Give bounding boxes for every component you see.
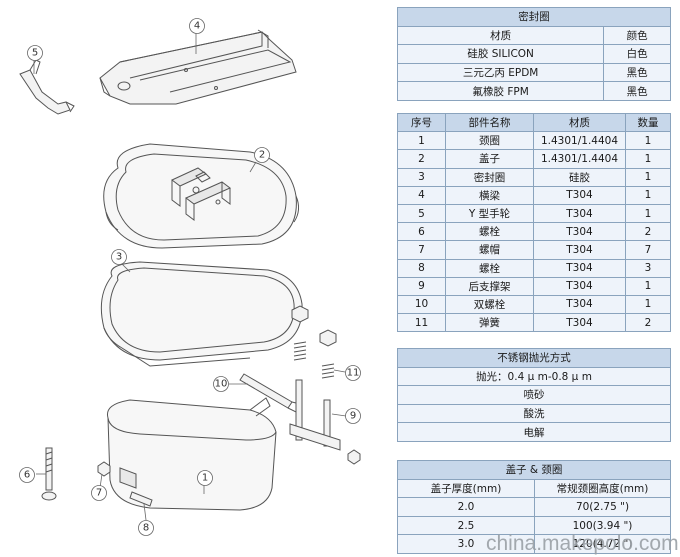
svg-text:5: 5 xyxy=(32,48,38,59)
spring-part xyxy=(293,341,335,379)
polish-method-table: 不锈钢抛光方式 抛光：0.4 μ m-0.8 μ m 喷砂 酸洗 电解 xyxy=(397,348,671,442)
callout-9: 9 xyxy=(345,408,361,424)
cross-beam-part xyxy=(99,29,297,105)
svg-text:4: 4 xyxy=(194,21,200,32)
svg-text:8: 8 xyxy=(143,523,149,534)
callout-2: 2 xyxy=(254,147,270,163)
callout-6: 6 xyxy=(19,467,35,483)
parts-header-qty: 数量 xyxy=(625,112,671,133)
seal-header-color: 颜色 xyxy=(603,25,671,46)
height-header-thickness: 盖子厚度(mm) xyxy=(397,478,535,499)
svg-text:10: 10 xyxy=(215,379,228,390)
callout-7: 7 xyxy=(91,485,107,501)
svg-text:2: 2 xyxy=(259,150,265,161)
svg-text:7: 7 xyxy=(96,488,102,499)
seal-table-title: 密封圈 xyxy=(397,7,671,27)
svg-text:3: 3 xyxy=(116,252,122,263)
parts-header-material: 材质 xyxy=(533,112,626,133)
seal-header-material: 材质 xyxy=(396,25,605,46)
callout-4: 4 xyxy=(189,18,205,34)
lid-part xyxy=(103,143,300,249)
exploded-assembly-drawing: 1 2 3 4 5 6 7 8 9 10 11 xyxy=(19,18,361,536)
callout-1: 1 xyxy=(197,470,213,486)
table-row: 抛光：0.4 μ m-0.8 μ m xyxy=(397,366,671,387)
height-header-neck: 常规颈圈高度(mm) xyxy=(534,478,671,499)
polish-table-title: 不锈钢抛光方式 xyxy=(397,348,671,368)
nut-part xyxy=(291,305,361,465)
neck-ring-part xyxy=(106,397,277,511)
callout-3: 3 xyxy=(111,249,127,265)
callout-5: 5 xyxy=(27,45,43,61)
height-table-title: 盖子 & 颈圈 xyxy=(397,460,671,480)
gasket-part xyxy=(100,261,303,367)
table-row: 喷砂 xyxy=(397,385,671,405)
svg-text:9: 9 xyxy=(350,411,356,422)
callout-10: 10 xyxy=(213,376,229,392)
parts-header-no: 序号 xyxy=(397,112,446,133)
bolt-8-part xyxy=(129,491,153,507)
rear-support-part xyxy=(289,379,341,451)
y-handwheel-part xyxy=(19,59,75,115)
callout-8: 8 xyxy=(138,520,154,536)
svg-text:6: 6 xyxy=(24,470,30,481)
svg-text:1: 1 xyxy=(202,473,208,484)
callout-11: 11 xyxy=(345,365,361,381)
nut-7-part xyxy=(97,461,111,477)
svg-text:11: 11 xyxy=(347,368,360,379)
parts-header-name: 部件名称 xyxy=(445,112,534,133)
watermark-text: china.makepolo.com xyxy=(486,532,679,555)
table-row: 酸洗 xyxy=(397,403,671,424)
bolt-6-part xyxy=(41,447,57,501)
table-row: 电解 xyxy=(397,422,671,442)
